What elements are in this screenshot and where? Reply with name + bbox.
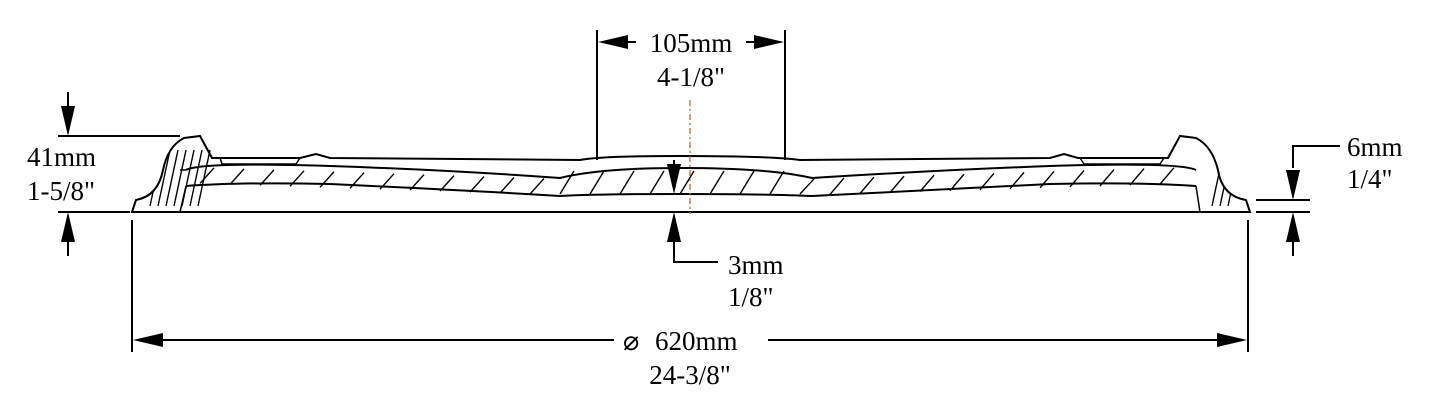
hatch-line (589, 170, 605, 195)
hatch-line (829, 177, 845, 195)
diameter-symbol: ⌀ (623, 326, 639, 356)
arrow-up (667, 212, 681, 242)
hatch-line (409, 174, 425, 191)
hatch-line (559, 170, 575, 195)
center-thickness-dimension: 3mm 1/8" (667, 160, 784, 312)
hatch-line (229, 168, 245, 185)
hatch-line (439, 175, 455, 192)
center-thickness-metric: 3mm (728, 250, 784, 280)
hatch-line (739, 170, 755, 195)
center-thickness-imperial: 1/8" (728, 282, 774, 312)
arrow-down (61, 106, 75, 136)
center-width-dimension: 105mm 4-1/8" (596, 28, 786, 160)
height-metric: 41mm (27, 142, 96, 172)
hatch-line (199, 167, 215, 184)
profile-outline (130, 134, 1252, 213)
edge-thickness-imperial: 1/4" (1347, 164, 1393, 194)
hatch-line (165, 149, 179, 207)
hatch-line (769, 170, 785, 195)
center-width-imperial: 4-1/8" (657, 62, 725, 92)
diameter-imperial: 24-3/8" (649, 360, 731, 390)
hatch-line (319, 171, 335, 188)
hatch-line (889, 175, 905, 194)
hatch-line (173, 149, 187, 207)
hatch-line (619, 170, 635, 195)
hatch-line (919, 174, 935, 193)
hatch-line (1069, 170, 1085, 188)
hatch-line (949, 173, 965, 192)
hatch-line (1009, 171, 1025, 190)
arrow-up (61, 212, 75, 242)
hatch-line (499, 177, 515, 194)
ring-channel-right (1079, 157, 1165, 165)
arrow-right (754, 35, 784, 49)
hatch-line (1129, 168, 1145, 186)
hatch-line (709, 170, 725, 195)
section-top-curve (185, 163, 1197, 180)
arrow-right (1217, 333, 1247, 347)
hatch-line (379, 173, 395, 190)
hatch-line (1159, 167, 1175, 185)
diameter-metric: 620mm (655, 326, 738, 356)
arrow-down (667, 164, 681, 194)
hatch-line (799, 178, 815, 195)
inner-flange-right (1195, 185, 1201, 213)
hatch-line (1099, 169, 1115, 187)
hatch-line (679, 170, 695, 195)
height-imperial: 1-5/8" (27, 176, 95, 206)
medallion-profile (130, 134, 1252, 213)
center-width-metric: 105mm (650, 28, 733, 58)
height-dimension: 41mm 1-5/8" (27, 92, 180, 256)
edge-thickness-dimension: 6mm 1/4" (1256, 132, 1403, 256)
hatch-line (197, 149, 211, 207)
ring-channel-left (219, 157, 301, 165)
hatch-line (289, 170, 305, 187)
hatch-line (189, 149, 203, 207)
arrow-left (133, 333, 163, 347)
diameter-label: ⌀ 620mm (623, 326, 738, 356)
hatch-line (649, 170, 665, 195)
edge-thickness-metric: 6mm (1347, 132, 1403, 162)
hatch-line (859, 176, 875, 194)
arrow-down (1286, 170, 1300, 200)
hatch-line (979, 172, 995, 191)
hatch-line (1039, 170, 1055, 189)
diameter-dimension: ⌀ 620mm 24-3/8" (131, 220, 1249, 390)
hatch-line (181, 149, 195, 207)
arrow-left (598, 35, 628, 49)
hatch-line (469, 176, 485, 193)
hatch-line (157, 149, 171, 207)
hatch-line (349, 172, 365, 189)
hatch-line (529, 178, 545, 195)
arrow-up (1286, 212, 1300, 242)
hatch-line (259, 169, 275, 186)
